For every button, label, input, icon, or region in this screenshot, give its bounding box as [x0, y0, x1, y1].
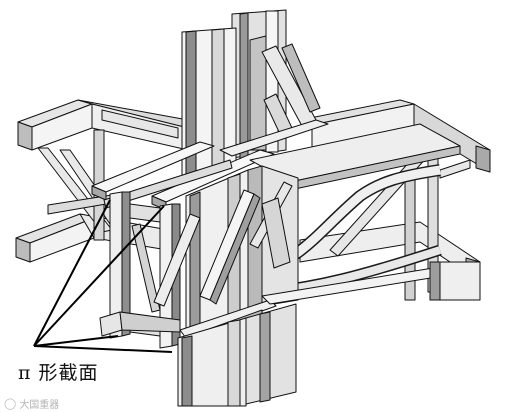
column-stub-bottom — [177, 303, 297, 407]
watermark: ◯ 大国重器 — [4, 396, 59, 411]
front-right-beam-end — [429, 261, 481, 301]
leader-line — [33, 335, 119, 347]
leader-line — [33, 199, 111, 347]
central-column-upper — [181, 9, 287, 177]
pi-section-label: π 形截面 — [18, 362, 99, 384]
leader-line — [33, 345, 173, 353]
callout-leader-lines — [33, 199, 173, 353]
weibo-logo-icon: ◯ — [4, 397, 17, 410]
upper-diagonal-braces — [101, 43, 321, 139]
top-flange-plates — [91, 119, 461, 211]
watermark-text: 大国重器 — [19, 400, 60, 411]
leader-line — [33, 205, 165, 347]
front-diagonal-braces — [153, 181, 293, 307]
